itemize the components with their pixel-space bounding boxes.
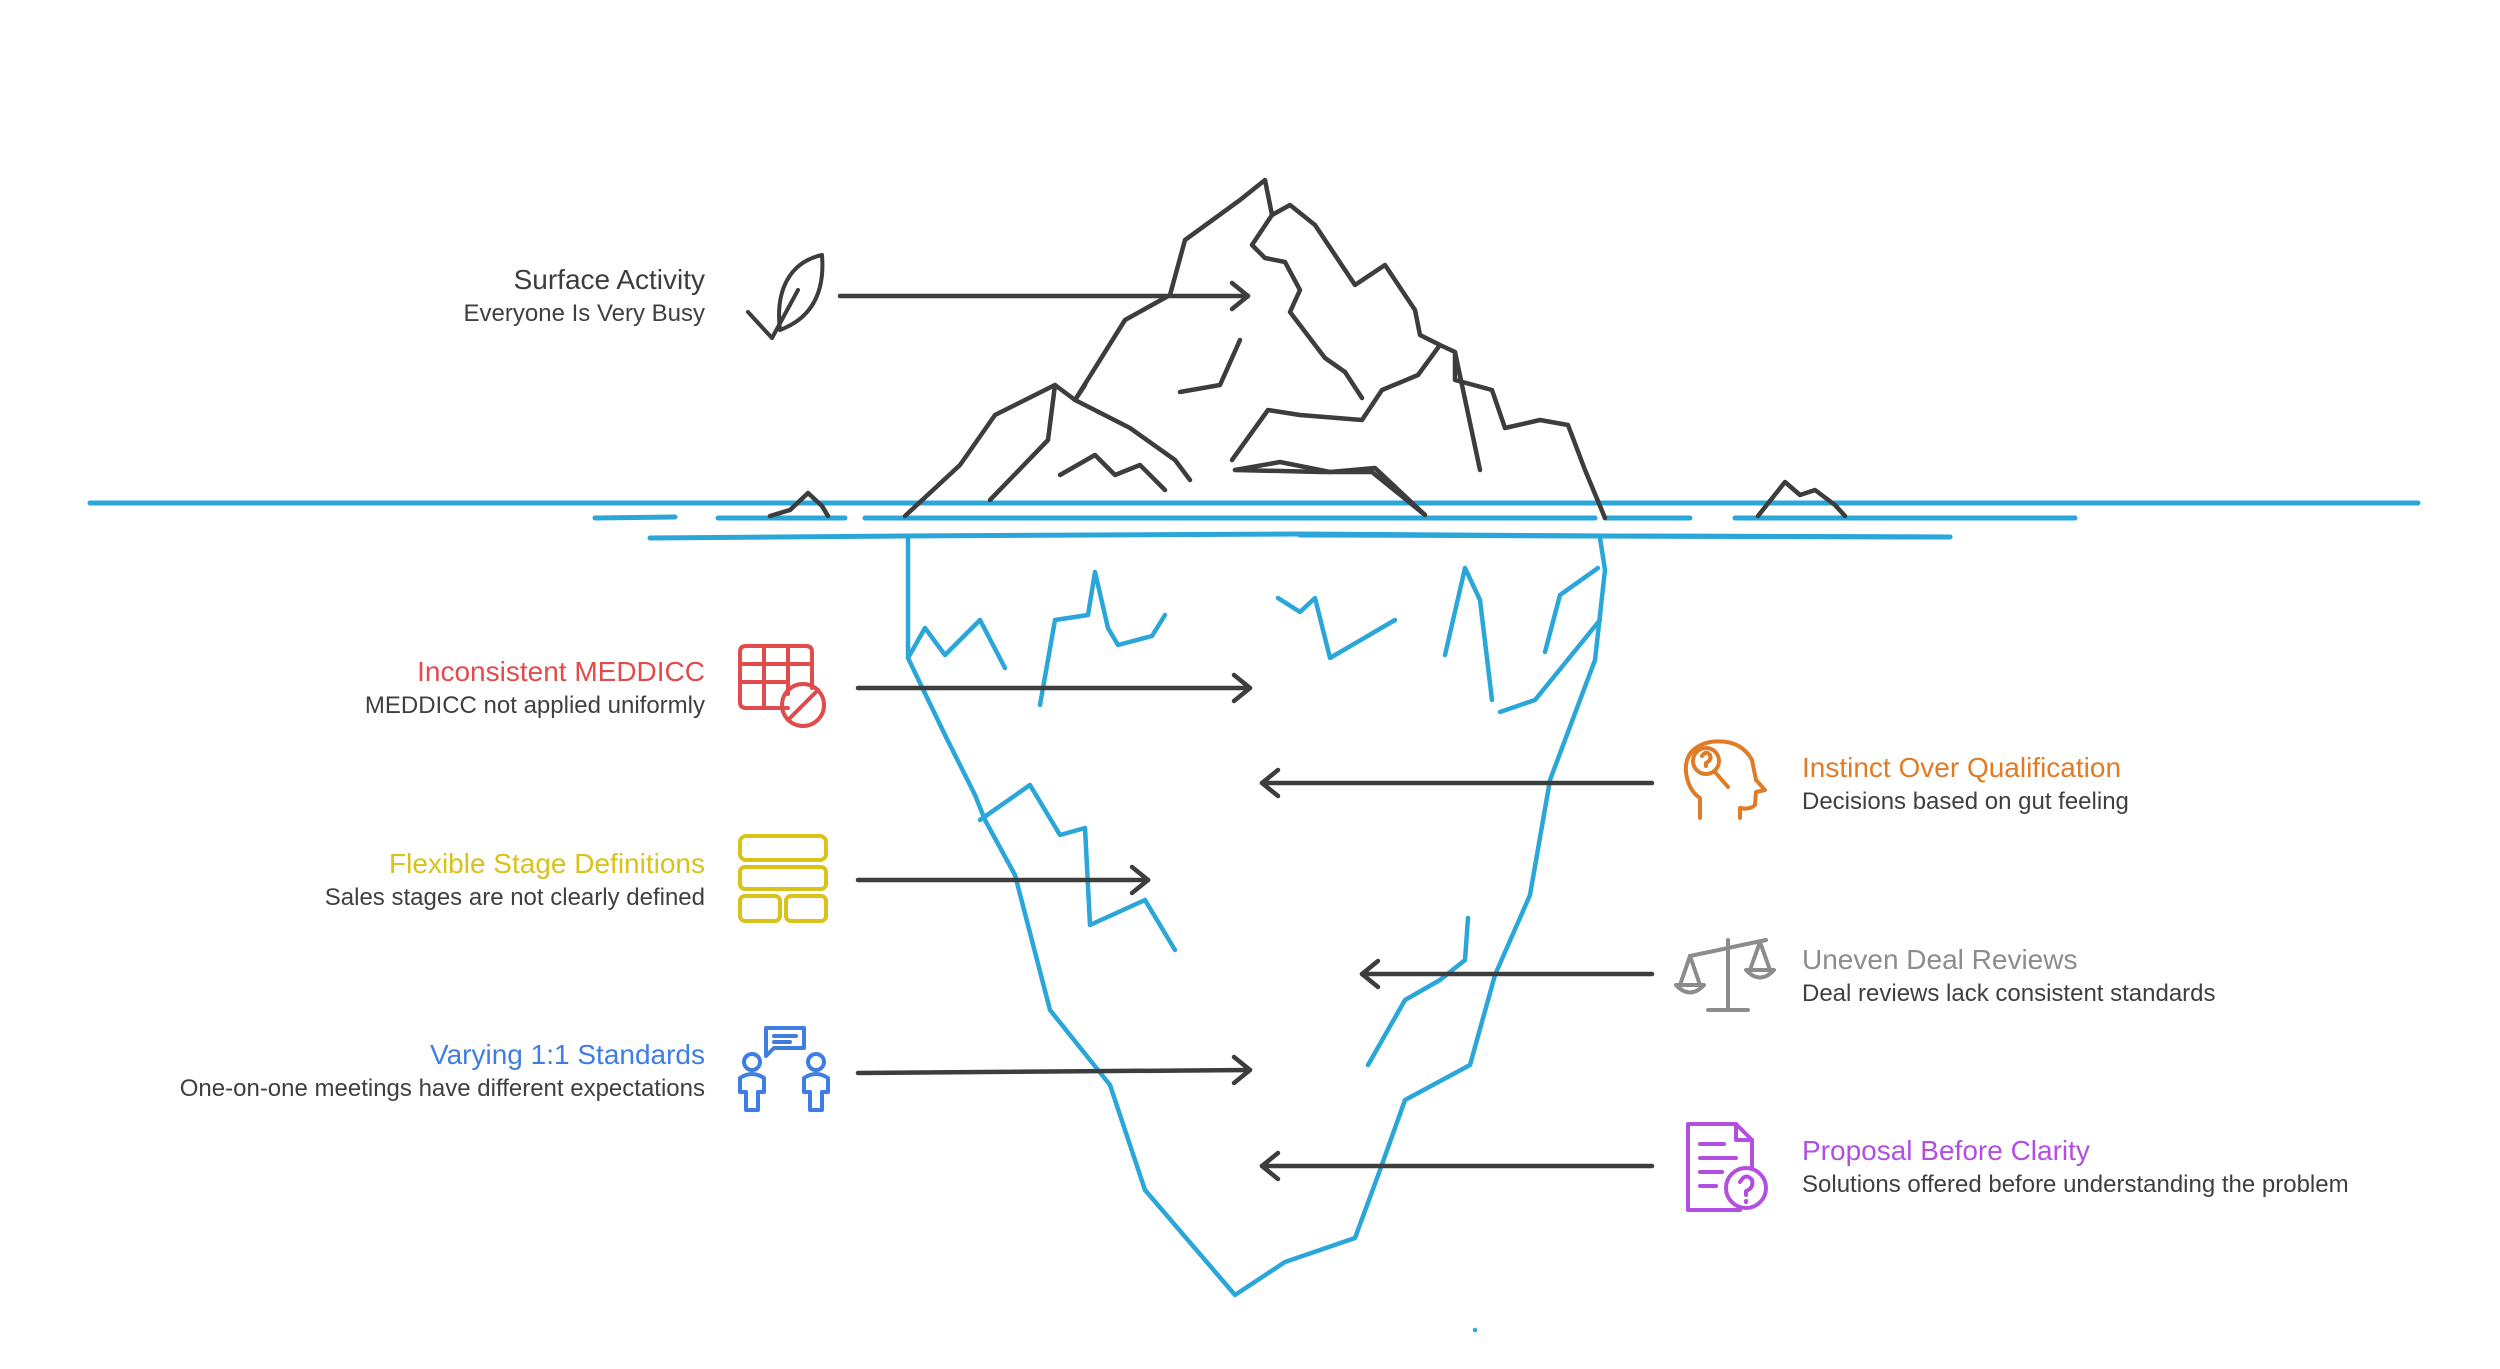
layout-blocks-icon bbox=[740, 836, 826, 921]
arrow-surface bbox=[840, 283, 1248, 309]
arrow-left-2 bbox=[858, 867, 1148, 893]
right-item-3-title: Proposal Before Clarity bbox=[1802, 1134, 2349, 1168]
document-question-icon bbox=[1688, 1124, 1766, 1210]
leaf-icon bbox=[748, 255, 822, 338]
arrow-right-2 bbox=[1362, 961, 1652, 987]
left-item-3: Varying 1:1 Standards One-on-one meeting… bbox=[180, 1038, 705, 1103]
scale-icon bbox=[1676, 940, 1774, 1010]
people-chat-icon bbox=[740, 1028, 828, 1110]
left-item-1-desc: MEDDICC not applied uniformly bbox=[365, 692, 705, 721]
left-item-2-desc: Sales stages are not clearly defined bbox=[325, 884, 705, 913]
water-lines bbox=[90, 503, 2418, 538]
left-item-3-title: Varying 1:1 Standards bbox=[180, 1038, 705, 1072]
arrow-right-1 bbox=[1262, 770, 1652, 796]
right-item-3-desc: Solutions offered before understanding t… bbox=[1802, 1171, 2349, 1200]
table-blocked-icon bbox=[740, 646, 824, 726]
arrow-right-3 bbox=[1262, 1153, 1652, 1179]
right-item-3: Proposal Before Clarity Solutions offere… bbox=[1802, 1134, 2349, 1199]
left-item-2: Flexible Stage Definitions Sales stages … bbox=[325, 847, 705, 912]
iceberg-underwater bbox=[908, 538, 1605, 1330]
right-item-2-title: Uneven Deal Reviews bbox=[1802, 943, 2216, 977]
right-item-1-desc: Decisions based on gut feeling bbox=[1802, 788, 2129, 817]
arrows bbox=[840, 283, 1652, 1179]
iceberg-tip bbox=[770, 180, 1845, 518]
arrow-left-3 bbox=[858, 1057, 1250, 1083]
right-item-1: Instinct Over Qualification Decisions ba… bbox=[1802, 751, 2129, 816]
left-item-1: Inconsistent MEDDICC MEDDICC not applied… bbox=[365, 655, 705, 720]
right-item-2: Uneven Deal Reviews Deal reviews lack co… bbox=[1802, 943, 2216, 1008]
left-item-3-desc: One-on-one meetings have different expec… bbox=[180, 1075, 705, 1104]
surface-label: Surface Activity Everyone Is Very Busy bbox=[464, 263, 705, 328]
right-item-1-title: Instinct Over Qualification bbox=[1802, 751, 2129, 785]
left-item-1-title: Inconsistent MEDDICC bbox=[365, 655, 705, 689]
head-question-icon bbox=[1686, 741, 1765, 818]
right-item-2-desc: Deal reviews lack consistent standards bbox=[1802, 980, 2216, 1009]
left-item-2-title: Flexible Stage Definitions bbox=[325, 847, 705, 881]
surface-title: Surface Activity bbox=[464, 263, 705, 297]
surface-desc: Everyone Is Very Busy bbox=[464, 300, 705, 329]
